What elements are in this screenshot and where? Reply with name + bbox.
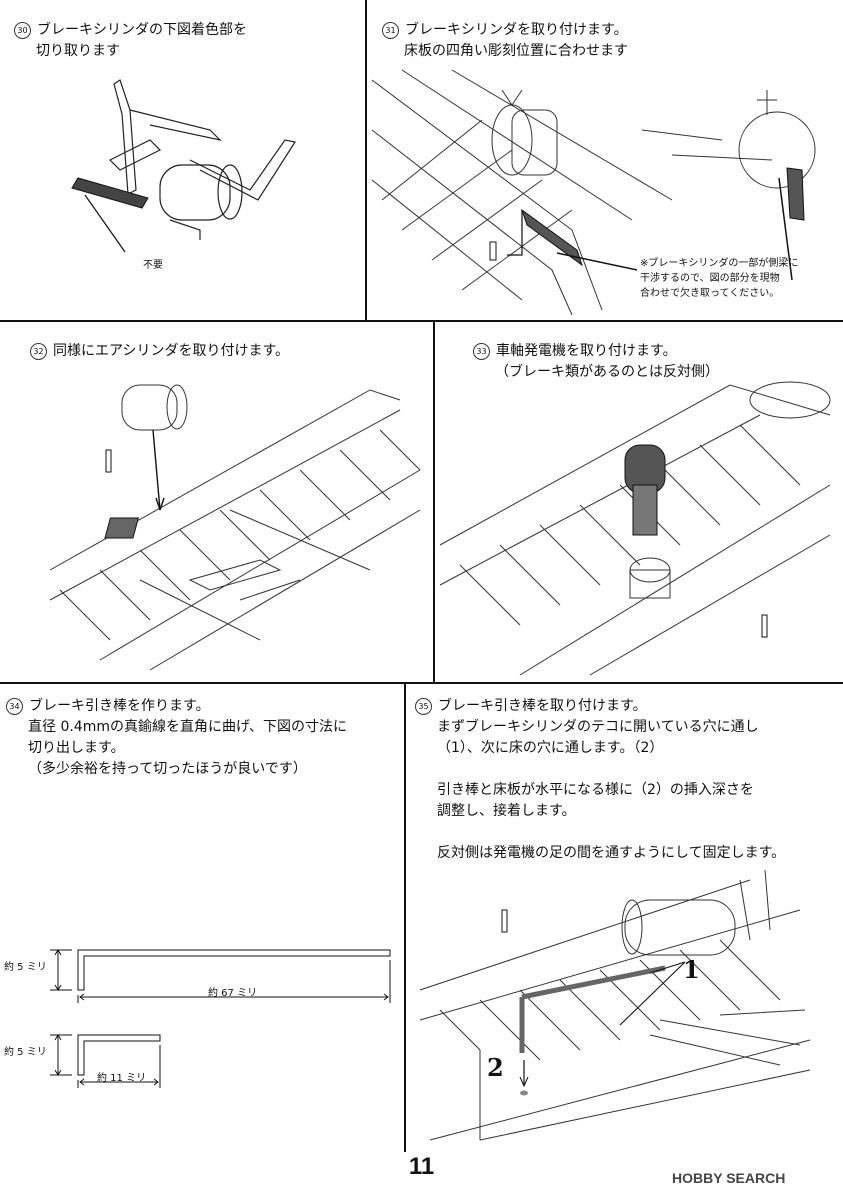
dim-length-2: 約 11 ミリ — [97, 1073, 147, 1084]
page-number: 11 — [408, 1153, 435, 1180]
dim-height-2: 約 5 ミリ — [4, 1047, 47, 1058]
divider-vertical-top — [365, 0, 367, 320]
step-35-number: 35 — [415, 698, 432, 715]
brand-watermark: HOBBY SEARCH — [672, 1170, 786, 1186]
dim-length-1: 約 67 ミリ — [208, 988, 258, 999]
bent-wire-diagram-short — [50, 1034, 161, 1088]
callout-2: 2 — [487, 1053, 504, 1082]
callout-1: 1 — [683, 955, 700, 984]
divider-vertical-bottom — [404, 682, 406, 1152]
bent-wire-diagram-long — [50, 949, 391, 1003]
step-35-illustration — [419, 869, 811, 1141]
step-31-illustration — [371, 69, 816, 316]
step-32-illustration — [49, 384, 421, 671]
dim-height-1: 約 5 ミリ — [4, 962, 47, 973]
divider-horizontal-1 — [0, 320, 843, 322]
step-33-illustration — [439, 381, 831, 676]
step-30-illustration — [71, 79, 296, 253]
step-31-number: 31 — [382, 22, 399, 39]
step-30-unneeded-label: 不要 — [143, 260, 163, 271]
step-33-number: 33 — [473, 343, 490, 360]
divider-horizontal-2 — [0, 682, 843, 684]
step-32-number: 32 — [30, 343, 47, 360]
step-30-number: 30 — [14, 22, 31, 39]
step-31-note: ※ブレーキシリンダの一部が側梁に 干渉するので、図の部分を現物 合わせで欠き取っ… — [640, 258, 799, 299]
step-34-number: 34 — [6, 698, 23, 715]
divider-vertical-middle — [433, 320, 435, 682]
